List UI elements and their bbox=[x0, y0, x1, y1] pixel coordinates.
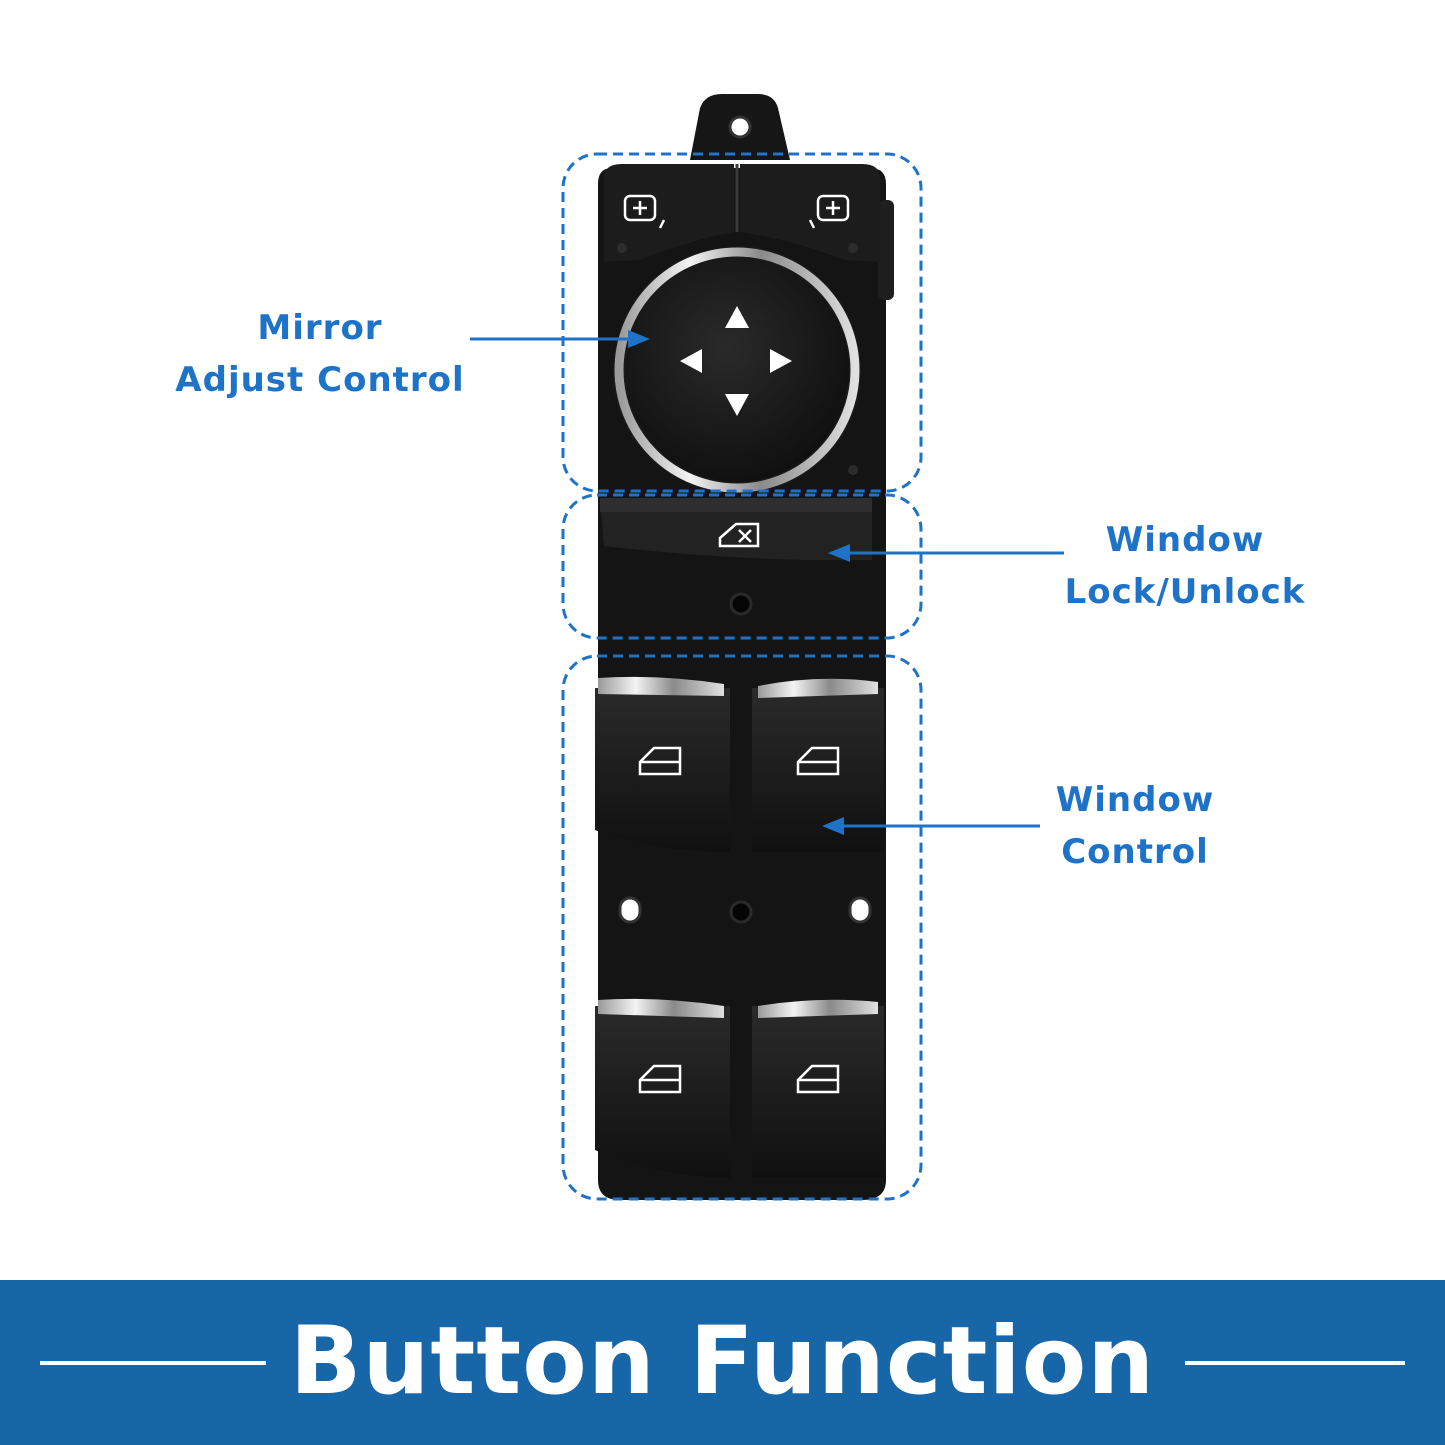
mirror-adjust-label: Mirror Adjust Control bbox=[160, 302, 480, 406]
window-icon bbox=[796, 746, 840, 776]
arrow-left-icon[interactable] bbox=[680, 349, 702, 373]
screw-hole bbox=[618, 896, 872, 924]
banner-right-rule bbox=[1185, 1361, 1405, 1365]
window-lock-icon bbox=[718, 522, 760, 548]
lock-region-outline bbox=[561, 493, 923, 640]
mirror-label-line1: Mirror bbox=[257, 308, 383, 348]
window-switch-panel bbox=[470, 94, 1064, 1201]
window-icon bbox=[638, 1064, 682, 1094]
lock-callout-arrow bbox=[828, 544, 1064, 562]
window-button-rear-left[interactable] bbox=[595, 998, 730, 1178]
mirror-right-select-icon bbox=[808, 194, 850, 229]
arrow-down-icon[interactable] bbox=[725, 394, 749, 416]
window-icon bbox=[638, 746, 682, 776]
banner-left-rule bbox=[40, 1361, 266, 1365]
window-lock-label: Window Lock/Unlock bbox=[1040, 514, 1330, 618]
arrow-right-icon[interactable] bbox=[770, 349, 792, 373]
window-callout-arrow bbox=[822, 817, 1040, 835]
window-region-outline bbox=[561, 654, 923, 1201]
window-label-line1: Window bbox=[1055, 780, 1215, 820]
mirror-right-select-button[interactable] bbox=[740, 164, 880, 262]
window-control-label: Window Control bbox=[1020, 774, 1250, 878]
mirror-left-select-button[interactable] bbox=[604, 164, 734, 262]
window-label-line2: Control bbox=[1061, 832, 1209, 872]
window-button-front-left[interactable] bbox=[595, 676, 730, 852]
mirror-label-line2: Adjust Control bbox=[175, 360, 465, 400]
arrow-up-icon[interactable] bbox=[725, 306, 749, 328]
lock-label-line1: Window bbox=[1105, 520, 1265, 560]
mirror-callout-arrow bbox=[470, 330, 650, 348]
mirror-region-outline bbox=[561, 152, 923, 493]
mirror-left-select-icon bbox=[623, 194, 666, 229]
indicator-hole bbox=[729, 592, 753, 616]
mirror-adjust-knob[interactable] bbox=[613, 246, 861, 494]
banner-title: Button Function bbox=[289, 1307, 1156, 1416]
window-button-front-right[interactable] bbox=[752, 678, 884, 852]
window-button-rear-right[interactable] bbox=[752, 999, 884, 1178]
window-lock-button[interactable] bbox=[600, 498, 872, 561]
window-icon bbox=[796, 1064, 840, 1094]
mounting-tab bbox=[690, 94, 790, 160]
lock-label-line2: Lock/Unlock bbox=[1064, 572, 1306, 612]
